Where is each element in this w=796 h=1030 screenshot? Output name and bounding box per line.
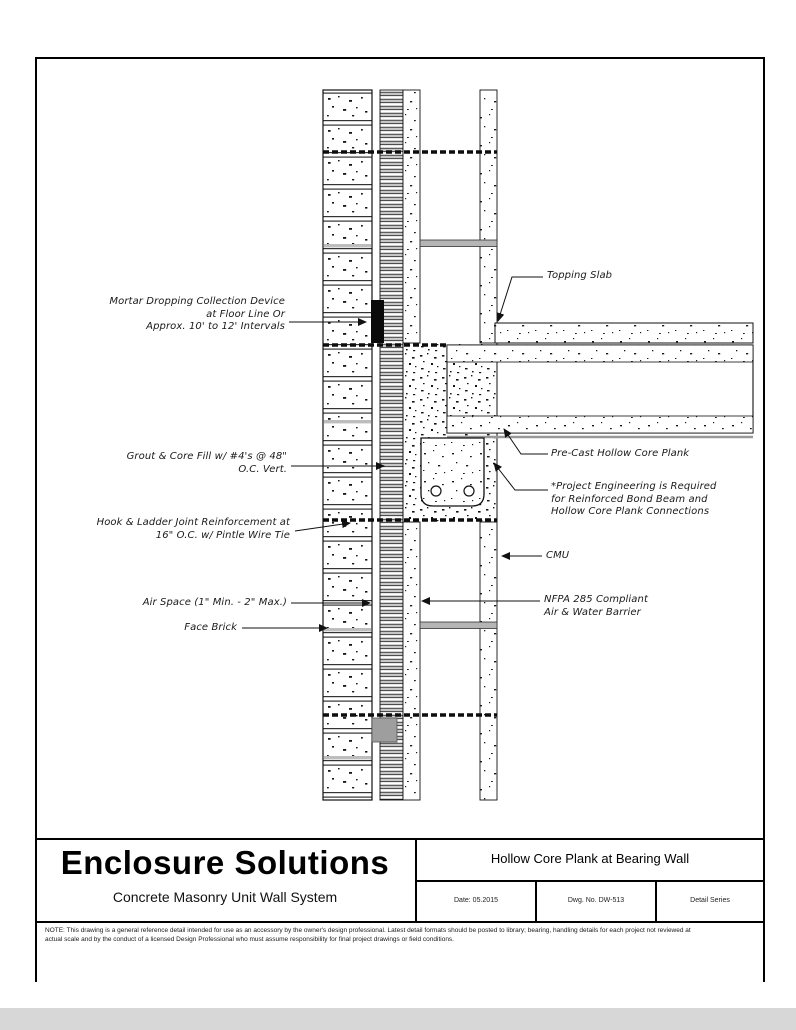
annotation-grout-core-fill: Grout & Core Fill w/ #4's @ 48" O.C. Ver… — [126, 451, 287, 475]
sheet-title: Hollow Core Plank at Bearing Wall — [490, 851, 690, 867]
titleblock-date: Date: 05.2015 — [454, 896, 498, 904]
titleblock-series: Detail Series — [690, 896, 730, 904]
mortar-collection-device-lower — [371, 717, 398, 743]
annotation-air-water-barrier: NFPA 285 Compliant Air & Water Barrier — [544, 594, 648, 618]
grout-core-fill — [379, 89, 404, 801]
cmu-wall — [402, 89, 498, 801]
sheet-border — [35, 57, 765, 982]
titleblock-top-rule — [35, 838, 765, 840]
company-name: Enclosure Solutions — [60, 844, 390, 881]
annotation-precast-plank: Pre-Cast Hollow Core Plank — [551, 448, 690, 459]
rebar-circle — [463, 485, 475, 497]
titleblock-cell-divider — [655, 880, 657, 921]
leader-lines — [242, 276, 548, 632]
annotation-cmu: CMU — [546, 550, 570, 561]
annotation-topping-slab: Topping Slab — [547, 270, 613, 281]
annotation-mortar-collection: Mortar Dropping Collection Device at Flo… — [109, 296, 285, 332]
annotation-face-brick: Face Brick — [184, 622, 237, 633]
disclaimer-note-line1: NOTE: This drawing is a general referenc… — [45, 927, 691, 934]
annotation-joint-reinforcement: Hook & Ladder Joint Reinforcement at 16"… — [96, 517, 290, 541]
wall-section-drawing — [242, 89, 754, 801]
joint-reinforcement — [323, 150, 497, 717]
system-name: Concrete Masonry Unit Wall System — [112, 889, 338, 905]
face-brick-wythe — [322, 89, 373, 801]
disclaimer-note-line2: actual scale and by the conduct of a lic… — [45, 936, 454, 943]
annotation-air-space: Air Space (1" Min. - 2" Max.) — [142, 597, 287, 608]
titleblock-bottom-rule — [35, 921, 765, 923]
titleblock-cell-divider — [535, 880, 537, 921]
hollow-core-plank — [446, 344, 754, 439]
brick-shaded-joints — [324, 244, 371, 760]
reinforced-bond-beam — [420, 437, 485, 507]
topping-slab — [494, 322, 754, 344]
titleblock-drawing-number: Dwg. No. DW-513 — [567, 896, 625, 904]
rebar-circle — [430, 485, 442, 497]
page-edge-strip — [0, 1008, 796, 1030]
annotation-project-engineering: *Project Engineering is Required for Rei… — [551, 481, 717, 517]
wall-tie-band — [419, 239, 498, 629]
titleblock-rule — [415, 880, 765, 882]
mortar-collection-device — [371, 300, 384, 343]
